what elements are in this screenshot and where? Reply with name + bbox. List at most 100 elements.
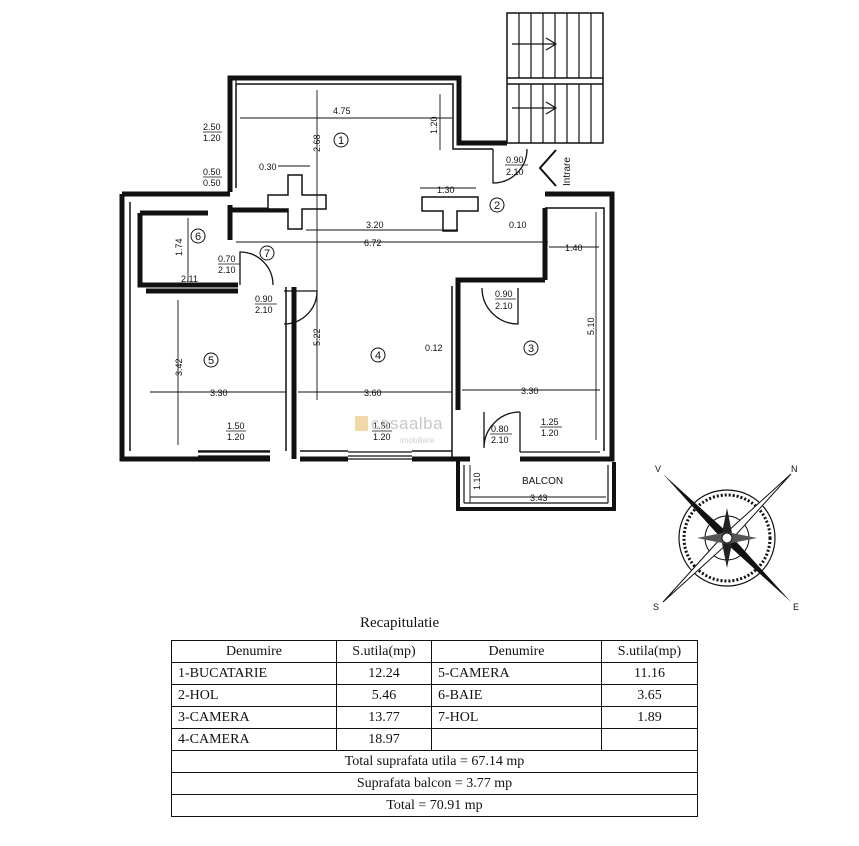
dim-text: 2.10 — [491, 435, 509, 445]
dim-text: 0.80 — [491, 424, 509, 434]
walls — [119, 75, 616, 511]
dimension-lines — [148, 90, 606, 503]
dim-text: 1.20 — [227, 432, 245, 442]
dim-text: 1.40 — [565, 243, 583, 253]
total-util-row: Total suprafata utila = 67.14 mp — [171, 750, 698, 773]
room-area: 3.65 — [601, 684, 698, 707]
dim-text: 0.90 — [495, 289, 513, 299]
watermark: casaalba — [371, 414, 444, 433]
room-name: 5-CAMERA — [431, 662, 602, 685]
dim-text: 0.10 — [509, 220, 527, 230]
dim-text: 2.68 — [312, 134, 322, 152]
dim-text: 3.30 — [210, 388, 228, 398]
room-number: 2 — [494, 200, 500, 212]
room-number: 1 — [338, 135, 344, 147]
dim-text: 0.30 — [259, 162, 277, 172]
room-name: 6-BAIE — [431, 684, 602, 707]
room-number: 3 — [528, 343, 534, 355]
column-header: S.utila(mp) — [601, 640, 698, 663]
room-numbers: 1 2 3 4 5 6 7 — [195, 135, 534, 367]
dim-text: 5.22 — [312, 328, 322, 346]
entrance-arrow-icon — [538, 149, 557, 187]
table-row: 2-HOL 5.46 6-BAIE 3.65 — [171, 684, 698, 707]
dim-text: 3.30 — [521, 386, 539, 396]
dim-text: 3.43 — [530, 493, 548, 503]
watermark-logo-icon — [355, 416, 368, 431]
dim-text: 2.10 — [506, 167, 524, 177]
watermark-subtitle: imobiliare — [400, 436, 435, 445]
table-row: 3-CAMERA 13.77 7-HOL 1.89 — [171, 706, 698, 729]
total-area: Total = 70.91 mp — [171, 794, 698, 817]
doors — [239, 148, 528, 452]
room-name: 1-BUCATARIE — [171, 662, 337, 685]
room-name: 3-CAMERA — [171, 706, 337, 729]
dim-text: 1.20 — [203, 133, 221, 143]
dim-text: 0.90 — [255, 294, 273, 304]
room-area: 5.46 — [336, 684, 432, 707]
dim-text: 4.75 — [333, 106, 351, 116]
dim-text: 3.60 — [364, 388, 382, 398]
column-header: Denumire — [431, 640, 602, 663]
room-area: 18.97 — [336, 728, 432, 751]
room-name — [431, 728, 602, 751]
dim-text: 0.70 — [218, 254, 236, 264]
dim-text: 2.11 — [181, 274, 198, 284]
recap-title: Recapitulatie — [360, 615, 440, 631]
column-header: S.utila(mp) — [336, 640, 432, 663]
table-row: 1-BUCATARIE 12.24 5-CAMERA 11.16 — [171, 662, 698, 685]
dim-text: 2.50 — [203, 122, 221, 132]
dim-text: 2.10 — [218, 265, 236, 275]
table-row: 4-CAMERA 18.97 — [171, 728, 698, 751]
dim-text: 6.72 — [364, 238, 382, 248]
room-number: 7 — [264, 248, 270, 260]
room-area: 12.24 — [336, 662, 432, 685]
room-area — [601, 728, 698, 751]
dim-text: 2.10 — [495, 301, 513, 311]
column-header: Denumire — [171, 640, 337, 663]
recap-table: Denumire S.utila(mp) Denumire S.utila(mp… — [171, 640, 698, 817]
dim-text: 1.50 — [227, 421, 245, 431]
balcony-area: Suprafata balcon = 3.77 mp — [171, 772, 698, 795]
room-name: 2-HOL — [171, 684, 337, 707]
dim-text: 1.25 — [541, 417, 559, 427]
dim-text: 1.74 — [174, 238, 184, 256]
entrance-label: Intrare — [562, 157, 573, 186]
dim-text: 0.12 — [425, 343, 443, 353]
room-number: 4 — [375, 350, 381, 362]
compass-label: N — [791, 464, 798, 474]
dim-text: 0.90 — [506, 155, 524, 165]
room-name: 4-CAMERA — [171, 728, 337, 751]
total-util: Total suprafata utila = 67.14 mp — [171, 750, 698, 773]
staircase — [506, 12, 604, 144]
room-number: 5 — [208, 355, 214, 367]
dim-text: 0.50 — [203, 167, 221, 177]
room-area: 11.16 — [601, 662, 698, 685]
room-area: 13.77 — [336, 706, 432, 729]
balcony-row: Suprafata balcon = 3.77 mp — [171, 772, 698, 795]
pillars — [267, 174, 479, 232]
dim-text: 1.20 — [373, 432, 391, 442]
dim-text: 1.10 — [472, 472, 482, 490]
compass-rose-icon: V N S E — [653, 464, 799, 612]
room-number: 6 — [195, 231, 201, 243]
compass-label: E — [793, 602, 799, 612]
dim-text: 5.10 — [586, 317, 596, 335]
total-row: Total = 70.91 mp — [171, 794, 698, 817]
dim-text: 1.20 — [429, 116, 439, 134]
room-area: 1.89 — [601, 706, 698, 729]
room-markers — [190, 132, 539, 368]
room-name: 7-HOL — [431, 706, 602, 729]
dim-text: 3.42 — [174, 358, 184, 376]
dim-text: 0.50 — [203, 178, 221, 188]
compass-label: V — [655, 464, 661, 474]
dim-text: 3.20 — [366, 220, 384, 230]
balcony-label: BALCON — [522, 476, 563, 487]
dim-text: 1.20 — [541, 428, 559, 438]
table-header-row: Denumire S.utila(mp) Denumire S.utila(mp… — [171, 640, 698, 663]
dimension-texts: 4.75 2.68 1.20 2.50 1.20 0.50 0.50 0.30 … — [174, 106, 596, 503]
dim-text: 2.10 — [255, 305, 273, 315]
compass-label: S — [653, 602, 659, 612]
dim-text: 1.30 — [437, 185, 455, 195]
dim-text: 1.50 — [373, 421, 391, 431]
